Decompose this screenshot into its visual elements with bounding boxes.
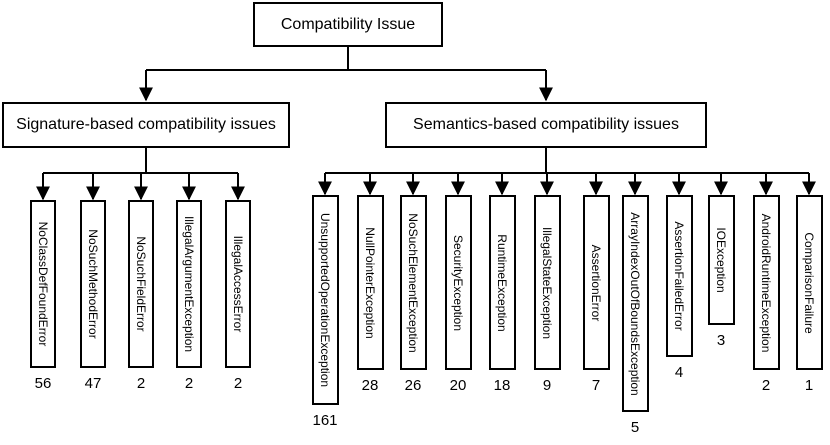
leaf-count: 20 [449, 377, 467, 394]
leaf-label: AndroidRuntimeException [759, 213, 773, 352]
leaf-label: NoSuchElementException [406, 212, 420, 353]
leaf-node: NullPointerException [356, 195, 384, 370]
leaf-count: 2 [136, 375, 146, 392]
leaf-count: 2 [761, 377, 771, 394]
leaf-count: 56 [34, 375, 52, 392]
semantics-group-label: Semantics-based compatibility issues [413, 116, 679, 133]
leaf-node: IllegalAccessError [225, 200, 251, 368]
signature-group-label: Signature-based compatibility issues [16, 116, 276, 133]
semantics-group-node: Semantics-based compatibility issues [385, 102, 707, 148]
leaf-count: 7 [591, 377, 601, 394]
leaf-count: 2 [184, 375, 194, 392]
leaf-node: IllegalStateException [533, 195, 561, 370]
leaf-label: NoClassDefFoundError [36, 221, 50, 347]
leaf-count: 9 [542, 377, 552, 394]
root-label: Compatibility Issue [280, 15, 416, 33]
leaf-label: AssertionFailedError [672, 221, 686, 331]
leaf-node: AssertionFailedError [665, 195, 693, 357]
leaf-node: RuntimeException [488, 195, 516, 370]
leaf-node: NoSuchElementException [399, 195, 427, 370]
leaf-count: 47 [84, 375, 102, 392]
leaf-label: RuntimeException [495, 233, 509, 332]
leaf-label: ArrayIndexOutOfBoundsException [628, 211, 642, 396]
leaf-count: 26 [404, 377, 422, 394]
leaf-node: SecurityException [444, 195, 472, 370]
leaf-count: 1 [804, 377, 814, 394]
leaf-count: 5 [630, 419, 640, 436]
leaf-node: ArrayIndexOutOfBoundsException [621, 195, 649, 412]
leaf-node: IOException [707, 195, 735, 325]
signature-group-node: Signature-based compatibility issues [2, 102, 290, 148]
leaf-count: 4 [674, 364, 684, 381]
leaf-label: IllegalStateException [540, 226, 554, 339]
leaf-node: ComparisonFailure [795, 195, 823, 370]
leaf-node: UnsupportedOperationException [311, 195, 339, 405]
leaf-label: NullPointerException [363, 226, 377, 339]
leaf-label: UnsupportedOperationException [318, 212, 332, 388]
leaf-label: IllegalAccessError [231, 235, 245, 333]
leaf-label: NoSuchFieldError [134, 236, 148, 332]
leaf-node: AssertionError [582, 195, 610, 370]
leaf-label: AssertionError [589, 244, 603, 321]
leaf-count: 2 [233, 375, 243, 392]
leaf-node: IllegalArgumentException [176, 200, 202, 368]
leaf-count: 161 [312, 412, 338, 429]
leaf-label: IllegalArgumentException [182, 215, 196, 353]
leaf-node: AndroidRuntimeException [752, 195, 780, 370]
leaf-count: 3 [716, 332, 726, 349]
leaf-node: NoClassDefFoundError [30, 200, 56, 368]
leaf-node: NoSuchFieldError [128, 200, 154, 368]
leaf-count: 28 [361, 377, 379, 394]
leaf-node: NoSuchMethodError [80, 200, 106, 368]
leaf-count: 18 [493, 377, 511, 394]
root-node: Compatibility Issue [253, 2, 443, 47]
leaf-label: NoSuchMethodError [86, 229, 100, 339]
leaf-label: ComparisonFailure [802, 231, 816, 334]
leaf-label: IOException [714, 227, 728, 293]
leaf-label: SecurityException [451, 234, 465, 331]
